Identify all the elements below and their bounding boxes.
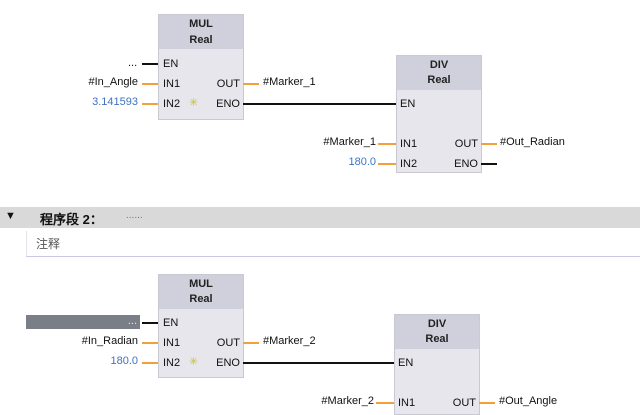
div-1-pin-in2: IN2 <box>400 158 418 170</box>
div-block-1[interactable]: DIV Real EN IN1 IN2 OUT ENO <box>396 55 482 173</box>
mul-1-en-wire <box>142 63 158 65</box>
mul-1-eno-to-div-en-wire <box>243 103 396 105</box>
mul-2-in2-wire <box>142 362 158 364</box>
mul-2-out-operand[interactable]: #Marker_2 <box>263 335 316 347</box>
div-block-2-header <box>395 315 479 349</box>
mul-block-2[interactable]: MUL Real EN IN1 IN2 ✳ OUT ENO <box>158 274 244 378</box>
mul-2-pin-in2: IN2 <box>163 357 181 369</box>
mul-1-en-operand[interactable]: ... <box>128 57 138 69</box>
div-1-in2-operand[interactable]: 180.0 <box>348 156 376 168</box>
mul-2-eno-to-div-en-wire <box>243 362 396 364</box>
div-1-pin-in1: IN1 <box>400 138 418 150</box>
mul-2-pin-en: EN <box>163 317 179 329</box>
network-2-comment-field[interactable]: 注释 <box>26 231 640 257</box>
mul-block-1[interactable]: MUL Real EN IN1 IN2 ✳ OUT ENO <box>158 14 244 120</box>
mul-block-1-header <box>159 15 243 49</box>
div-block-1-name: DIV <box>429 59 449 71</box>
network-2-comment-text: 注释 <box>36 237 61 251</box>
mul-2-out-wire <box>243 342 259 344</box>
network-2-title-placeholder[interactable]: ...... <box>126 210 143 221</box>
mul-block-1-name: MUL <box>189 18 213 30</box>
mul-2-pin-in1: IN1 <box>163 337 181 349</box>
div-2-pin-en: EN <box>398 357 414 369</box>
div-1-in2-wire <box>378 163 396 165</box>
network-2-header[interactable]: ▼ 程序段 2： ...... <box>0 207 640 228</box>
div-2-in1-wire <box>376 402 394 404</box>
mul-2-en-wire <box>142 322 158 324</box>
div-1-in1-wire <box>378 143 396 145</box>
add-input-star-icon[interactable]: ✳ <box>189 97 199 109</box>
mul-block-2-type[interactable]: Real <box>189 293 213 305</box>
div-2-pin-out: OUT <box>452 397 476 409</box>
div-block-1-header <box>397 56 481 90</box>
mul-1-in2-operand[interactable]: 3.141593 <box>92 96 138 108</box>
mul-1-pin-en: EN <box>163 58 179 70</box>
mul-2-pin-out: OUT <box>216 337 240 349</box>
mul-1-in1-wire <box>142 83 158 85</box>
div-2-in1-operand[interactable]: #Marker_2 <box>321 395 374 407</box>
mul-block-2-name: MUL <box>189 278 213 290</box>
div-1-pin-out: OUT <box>454 138 478 150</box>
div-block-2[interactable]: DIV Real EN IN1 OUT <box>394 314 480 415</box>
add-input-star-icon[interactable]: ✳ <box>189 356 199 368</box>
div-1-eno-wire <box>481 163 497 165</box>
mul-2-in2-operand[interactable]: 180.0 <box>110 355 138 367</box>
div-block-2-type[interactable]: Real <box>425 333 449 345</box>
mul-2-in1-wire <box>142 342 158 344</box>
mul-2-pin-eno: ENO <box>216 357 240 369</box>
mul-block-2-header <box>159 275 243 309</box>
div-1-pin-eno: ENO <box>454 158 478 170</box>
div-1-pin-en: EN <box>400 98 416 110</box>
mul-2-en-operand[interactable]: ... <box>127 315 137 327</box>
div-2-out-wire <box>479 402 495 404</box>
mul-1-pin-out: OUT <box>216 78 240 90</box>
network-2-title: 程序段 2： <box>40 212 103 227</box>
div-1-out-operand[interactable]: #Out_Radian <box>500 136 565 148</box>
div-1-in1-operand[interactable]: #Marker_1 <box>323 136 376 148</box>
mul-1-pin-in1: IN1 <box>163 78 181 90</box>
div-1-out-wire <box>481 143 497 145</box>
mul-1-out-wire <box>243 83 259 85</box>
mul-1-pin-eno: ENO <box>216 98 240 110</box>
div-2-out-operand[interactable]: #Out_Angle <box>499 395 558 407</box>
mul-2-en-operand-box[interactable]: ... <box>26 315 140 329</box>
mul-1-pin-in2: IN2 <box>163 98 181 110</box>
mul-1-out-operand[interactable]: #Marker_1 <box>263 76 316 88</box>
div-2-pin-in1: IN1 <box>398 397 416 409</box>
mul-1-in2-wire <box>142 103 158 105</box>
collapse-toggle-icon[interactable]: ▼ <box>5 210 16 222</box>
mul-1-in1-operand[interactable]: #In_Angle <box>88 76 138 88</box>
div-block-2-name: DIV <box>427 318 447 330</box>
mul-2-in1-operand[interactable]: #In_Radian <box>81 335 138 347</box>
div-block-1-type[interactable]: Real <box>427 74 451 86</box>
mul-block-1-type[interactable]: Real <box>189 34 213 46</box>
